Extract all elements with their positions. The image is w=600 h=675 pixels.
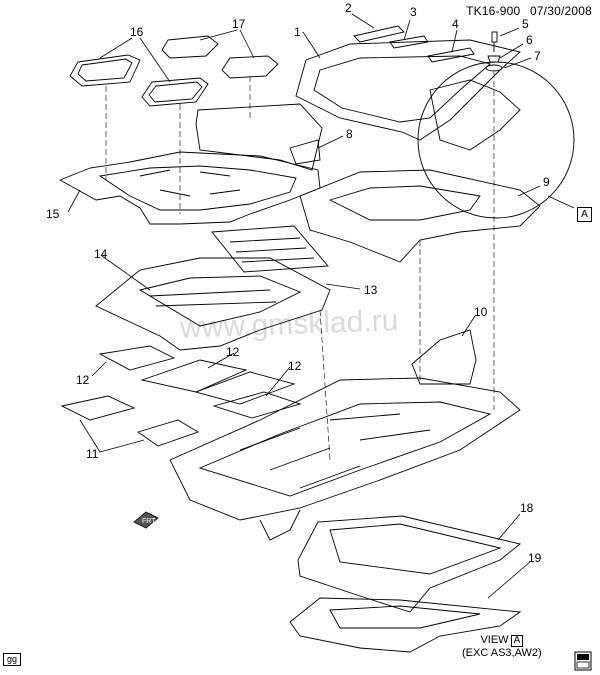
insulator-panel-8 bbox=[195, 103, 323, 171]
view-a-tag: A bbox=[577, 207, 592, 222]
front-arrow-text: FRT bbox=[142, 518, 156, 525]
callout-12-c: 12 bbox=[288, 359, 302, 373]
load-floor-18 bbox=[297, 515, 522, 613]
callout-6: 6 bbox=[526, 33, 533, 47]
callout-1: 1 bbox=[294, 25, 301, 39]
diagram-header: TK16-900 07/30/2008 bbox=[460, 4, 592, 18]
view-label-letter: A bbox=[510, 635, 524, 647]
load-floor-pan-19 bbox=[289, 597, 522, 653]
trim-strip-4 bbox=[427, 47, 475, 63]
callout-12-b: 12 bbox=[226, 345, 240, 359]
fastener-5 bbox=[491, 31, 498, 52]
callout-11: 11 bbox=[86, 447, 99, 461]
washer-7 bbox=[485, 64, 503, 72]
callout-5: 5 bbox=[522, 17, 529, 31]
callout-13: 13 bbox=[364, 283, 378, 297]
wheelhouse-cover-10 bbox=[411, 329, 477, 385]
floor-mat-rear-right bbox=[141, 77, 209, 107]
trim-strip-2 bbox=[353, 25, 405, 43]
leader-lines bbox=[67, 13, 541, 599]
callout-12-a: 12 bbox=[76, 373, 90, 387]
callout-numbers: 1 2 3 4 5 6 7 8 9 10 11 12 12 12 13 14 1… bbox=[46, 1, 550, 565]
rear-floor-pan-9 bbox=[299, 169, 541, 263]
view-label-condition: (EXC AS3,AW2) bbox=[462, 647, 542, 659]
alignment-lines bbox=[105, 72, 495, 461]
corner-tag: gg bbox=[3, 653, 22, 666]
floor-mat-17-right bbox=[221, 55, 279, 79]
callout-18: 18 bbox=[520, 501, 534, 515]
service-book-icon bbox=[574, 651, 592, 671]
detail-view-circle bbox=[417, 61, 575, 219]
diagram-date: 07/30/2008 bbox=[529, 4, 592, 18]
front-arrow-icon: FRT bbox=[133, 511, 159, 529]
floor-mat-rear-left bbox=[69, 54, 141, 87]
callout-3: 3 bbox=[410, 5, 417, 19]
front-floor-insulator-14 bbox=[95, 257, 331, 351]
insulator-pad-11-b bbox=[136, 419, 200, 447]
callout-9: 9 bbox=[543, 175, 550, 189]
callout-2: 2 bbox=[345, 1, 352, 15]
view-label-text: VIEW bbox=[480, 634, 509, 646]
underbody-floor bbox=[169, 377, 521, 541]
insulator-pad-12-a bbox=[98, 345, 176, 371]
insulator-pad-11-a bbox=[60, 395, 136, 421]
callout-17: 17 bbox=[232, 17, 246, 31]
rear-carpet-1 bbox=[295, 39, 521, 141]
floor-mat-17-left bbox=[161, 35, 219, 59]
insulator-pad-12-c bbox=[194, 371, 296, 405]
trim-strip-3 bbox=[389, 35, 429, 49]
callout-14: 14 bbox=[94, 247, 108, 261]
callout-19: 19 bbox=[528, 551, 542, 565]
callout-4: 4 bbox=[452, 17, 459, 31]
callout-10: 10 bbox=[474, 305, 488, 319]
front-carpet-15 bbox=[58, 151, 321, 225]
callout-8: 8 bbox=[346, 127, 353, 141]
callout-15: 15 bbox=[46, 207, 60, 221]
fastener-6 bbox=[487, 55, 501, 63]
callout-16: 16 bbox=[130, 25, 144, 39]
insulator-pad-12-d bbox=[212, 391, 302, 419]
diagram-code: TK16-900 bbox=[466, 4, 521, 18]
callout-7: 7 bbox=[534, 49, 541, 63]
center-panel-13 bbox=[211, 225, 329, 273]
insulator-pad-12-b bbox=[140, 359, 248, 393]
